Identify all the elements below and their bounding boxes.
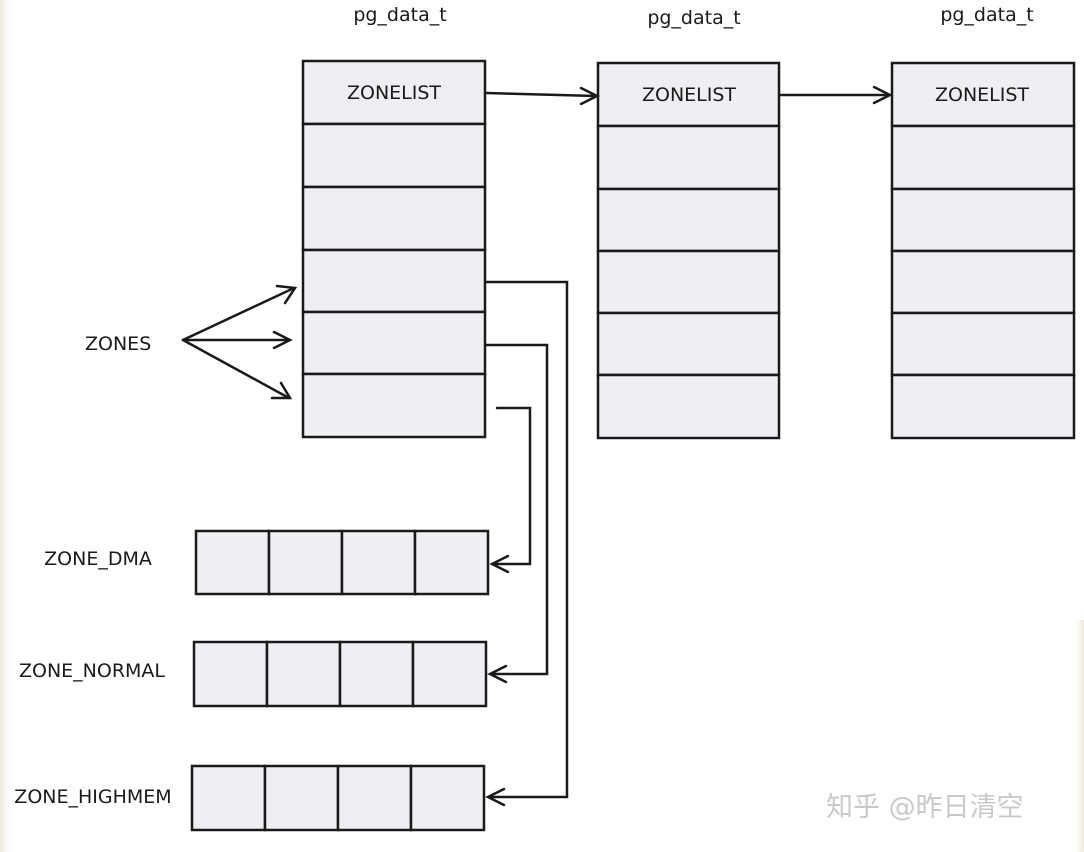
- zone-cell: [192, 640, 269, 708]
- zone-cell: [267, 529, 344, 596]
- zone-cell: [413, 529, 490, 596]
- node-slot: [890, 373, 1076, 440]
- node-slot: [596, 249, 781, 315]
- node-slot: [596, 311, 781, 377]
- zone-cell: [263, 764, 340, 832]
- zone-array-dma: ZONE_DMA: [44, 529, 490, 596]
- zone-array-normal: ZONE_NORMAL: [19, 640, 488, 708]
- zone-cell: [340, 529, 417, 596]
- zone-array-label: ZONE_DMA: [44, 548, 152, 570]
- arrowhead-icon: [275, 284, 298, 305]
- arrowhead-icon: [489, 554, 510, 574]
- background-edge-right: [1072, 620, 1084, 852]
- node-title: pg_data_t: [940, 4, 1033, 26]
- watermark: 知乎 @昨日清空: [826, 792, 1024, 823]
- arrowhead-icon: [872, 85, 893, 105]
- zones-label: ZONES: [85, 333, 151, 355]
- zone-cell: [265, 640, 342, 708]
- zone-array-label: ZONE_HIGHMEM: [14, 786, 171, 808]
- zone-cell: [411, 640, 488, 708]
- zonelist-arrow-1-to-2: [484, 86, 600, 106]
- zone-slot: [301, 248, 487, 314]
- zone-cell: [336, 764, 413, 832]
- arrowhead-icon: [579, 86, 600, 106]
- zone-cell: [338, 640, 415, 708]
- node-title: pg_data_t: [353, 4, 446, 26]
- zonelist-label: ZONELIST: [642, 84, 736, 106]
- zone-cell: [194, 529, 271, 596]
- node-slot: [890, 187, 1076, 253]
- pg-data-node-2: pg_data_t ZONELIST: [596, 7, 781, 440]
- zones-arrow-bottom: [181, 338, 291, 400]
- connector-to-highmem: [484, 280, 569, 807]
- zones-fan-arrows: [181, 284, 298, 400]
- arrowhead-icon: [485, 787, 506, 807]
- zonelist-arrow-2-to-3: [778, 85, 893, 105]
- pg-data-node-1: pg_data_t ZONELIST: [301, 4, 487, 439]
- zonelist-slot: [301, 59, 487, 126]
- connector-to-dma: [489, 406, 532, 574]
- node-slot: [596, 373, 781, 440]
- node-slot: [890, 249, 1076, 315]
- arrowhead-icon: [487, 664, 508, 684]
- node-title: pg_data_t: [647, 7, 740, 29]
- zone-array-label: ZONE_NORMAL: [19, 660, 165, 682]
- zone-cell: [190, 764, 267, 832]
- zone-slot: [301, 372, 487, 439]
- arrowhead-icon: [270, 381, 293, 400]
- background-edge-left: [0, 0, 14, 852]
- zone-array-highmem: ZONE_HIGHMEM: [14, 764, 486, 832]
- zones-arrow-top: [181, 286, 296, 342]
- zone-slot: [301, 310, 487, 376]
- node-slot: [890, 124, 1076, 191]
- zonelist-slot: [596, 61, 781, 128]
- zonelist-label: ZONELIST: [935, 84, 1029, 106]
- node-slot: [301, 185, 487, 252]
- node-slot: [596, 187, 781, 253]
- pg-data-node-3: pg_data_t ZONELIST: [890, 4, 1076, 440]
- arrowhead-icon: [272, 330, 293, 350]
- node-slot: [301, 122, 487, 189]
- node-slot: [596, 124, 781, 191]
- node-slot: [890, 311, 1076, 377]
- zone-cell: [409, 764, 486, 832]
- connector-to-normal: [484, 343, 549, 684]
- zonelist-label: ZONELIST: [347, 82, 441, 104]
